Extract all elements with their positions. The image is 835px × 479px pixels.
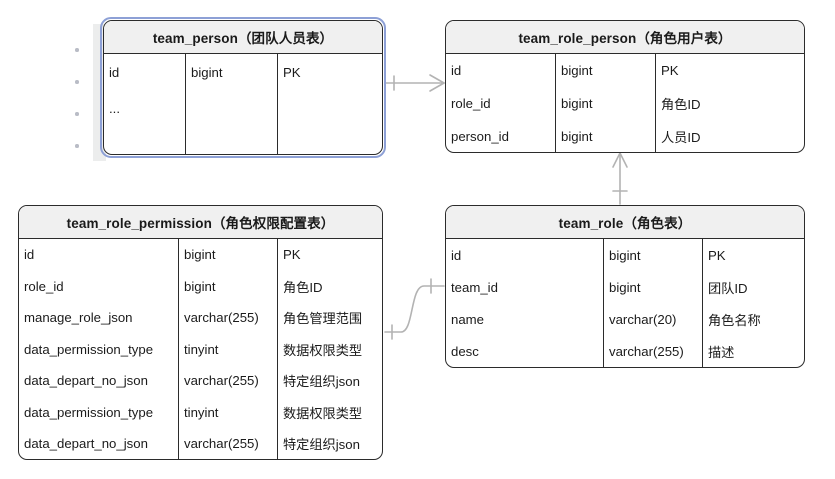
entity-team_role_person[interactable]: team_role_person（角色用户表）id role_id person_i… [445, 20, 805, 153]
anchor-dot-3[interactable] [75, 112, 79, 116]
entity-cell-team_person-r1-comment[interactable] [278, 90, 382, 126]
entity-column-field-team_role_permission: id role_id manage_role_json data_permission… [19, 239, 179, 459]
entity-column-type-team_role_permission: bigint bigint varchar(255) tinyint varchar(2… [179, 239, 278, 459]
entity-title-team_role: team_role（角色表） [446, 206, 804, 239]
entity-cell-team_role_permission-r5-type[interactable]: tinyint [184, 404, 219, 420]
entity-cell-team_role_permission-r3-field[interactable]: data_permission_type [24, 341, 154, 357]
entity-cell-team_role-r0-type[interactable]: bigint [609, 247, 641, 263]
anchor-dot-2[interactable] [75, 80, 79, 84]
entity-cell-team_person-r0-type[interactable]: bigint [191, 64, 223, 80]
entity-cell-team_role_permission-r1-comment[interactable]: 角色ID [283, 279, 323, 295]
entity-cell-team_role_permission-r3-comment[interactable]: 数据权限类型 [283, 342, 363, 358]
entity-cell-team_role_permission-r6-type[interactable]: varchar(255) [184, 436, 259, 452]
entity-cell-team_role-r1-comment[interactable]: 团队ID [708, 280, 748, 296]
entity-cell-team_role_permission-r0-comment[interactable]: PK [283, 247, 301, 263]
entity-cell-team_role-r0-comment[interactable]: PK [708, 247, 726, 263]
entity-column-comment-team_role_person: PK 角色ID 人员ID [656, 54, 804, 152]
entity-cell-team_role_person-r2-field[interactable]: person_id [451, 129, 509, 144]
entity-cell-team_role-r3-comment[interactable]: 描述 [708, 344, 735, 360]
entity-cell-team_role-r2-field[interactable]: name [451, 311, 484, 327]
entity-column-comment-team_role_permission: PK 角色ID 角色管理范围数据权限类型特定组织json 数据权限类型特定组织json [278, 239, 382, 459]
entity-cell-team_role-r2-type[interactable]: varchar(20) [609, 311, 677, 327]
entity-column-type-team_role: bigint bigint varchar(20) varchar(255) [604, 239, 703, 367]
connector-team-person-to-team-role-person [385, 74, 445, 92]
entity-cell-team_role_permission-r2-comment[interactable]: 角色管理范围 [283, 311, 363, 327]
entity-cell-team_role_permission-r2-field[interactable]: manage_role_json [24, 310, 133, 326]
entity-cell-team_role_permission-r4-field[interactable]: data_depart_no_json [24, 373, 148, 389]
entity-cell-team_role_person-r2-type[interactable]: bigint [561, 129, 593, 144]
entity-cell-team_role_permission-r4-type[interactable]: varchar(255) [184, 373, 259, 389]
entity-title-team_person: team_person（团队人员表） [104, 21, 382, 54]
entity-cell-team_role_person-r1-comment[interactable]: 角色ID [661, 97, 701, 112]
entity-cell-team_person-r1-field[interactable]: ... [109, 100, 120, 116]
connector-team-role-person-to-team-role [612, 152, 628, 205]
entity-cell-team_role_permission-r3-type[interactable]: tinyint [184, 341, 219, 357]
anchor-dot-1[interactable] [75, 48, 79, 52]
entity-cell-team_role-r2-comment[interactable]: 角色名称 [708, 312, 761, 328]
team-person-selection-outline [100, 17, 386, 158]
entity-cell-team_role_permission-r6-field[interactable]: data_depart_no_json [24, 436, 148, 452]
entity-cell-team_person-r0-comment[interactable]: PK [283, 64, 301, 80]
entity-cell-team_role_permission-r0-type[interactable]: bigint [184, 247, 216, 263]
team-person-drag-strip[interactable] [93, 24, 106, 161]
entity-cell-team_role_permission-r1-type[interactable]: bigint [184, 278, 216, 294]
entity-cell-team_role_permission-r2-type[interactable]: varchar(255) [184, 310, 259, 326]
entity-cell-team_role-r3-field[interactable]: desc [451, 343, 479, 359]
entity-title-team_role_person: team_role_person（角色用户表） [446, 21, 804, 54]
entity-column-type-team_role_person: bigint bigint bigint [556, 54, 656, 152]
entity-cell-team_role_permission-r6-comment[interactable]: 特定组织json [283, 437, 360, 453]
entity-cell-team_role-r0-field[interactable]: id [451, 247, 462, 263]
anchor-dot-4[interactable] [75, 144, 79, 148]
entity-cell-team_role_person-r1-field[interactable]: role_id [451, 96, 491, 111]
entity-cell-team_role_person-r0-field[interactable]: id [451, 63, 462, 78]
entity-cell-team_role-r3-type[interactable]: varchar(255) [609, 343, 684, 359]
entity-body-team_role_permission: id role_id manage_role_json data_permission… [19, 239, 382, 459]
entity-column-type-team_person: bigint [186, 54, 278, 154]
entity-cell-team_role_permission-r0-field[interactable]: id [24, 247, 35, 263]
entity-column-field-team_role_person: id role_id person_id [446, 54, 556, 152]
entity-cell-team_role-r1-field[interactable]: team_id [451, 279, 498, 295]
entity-cell-team_role_permission-r5-comment[interactable]: 数据权限类型 [283, 405, 363, 421]
entity-cell-team_role_person-r2-comment[interactable]: 人员ID [661, 130, 701, 145]
entity-cell-team_role_person-r1-type[interactable]: bigint [561, 96, 593, 111]
entity-column-field-team_person: id... [104, 54, 186, 154]
connector-team-role-permission-to-team-role [384, 278, 445, 340]
entity-title-team_role_permission: team_role_permission（角色权限配置表） [19, 206, 382, 239]
entity-cell-team_person-r0-field[interactable]: id [109, 64, 120, 80]
entity-cell-team_role_permission-r1-field[interactable]: role_id [24, 278, 64, 294]
entity-cell-team_role_permission-r5-field[interactable]: data_permission_type [24, 404, 154, 420]
entity-body-team_role_person: id role_id person_id bigint bigint bigint PK 角色… [446, 54, 804, 152]
entity-cell-team_person-r1-type[interactable] [186, 90, 277, 126]
entity-body-team_person: id... bigint PK [104, 54, 382, 154]
entity-cell-team_role_person-r0-type[interactable]: bigint [561, 63, 593, 78]
entity-cell-team_role_permission-r4-comment[interactable]: 特定组织json [283, 374, 360, 390]
entity-column-comment-team_role: PK 团队ID 角色名称描述 [703, 239, 804, 367]
entity-column-comment-team_person: PK [278, 54, 382, 154]
entity-cell-team_role_person-r0-comment[interactable]: PK [661, 63, 679, 78]
entity-cell-team_role-r1-type[interactable]: bigint [609, 279, 641, 295]
